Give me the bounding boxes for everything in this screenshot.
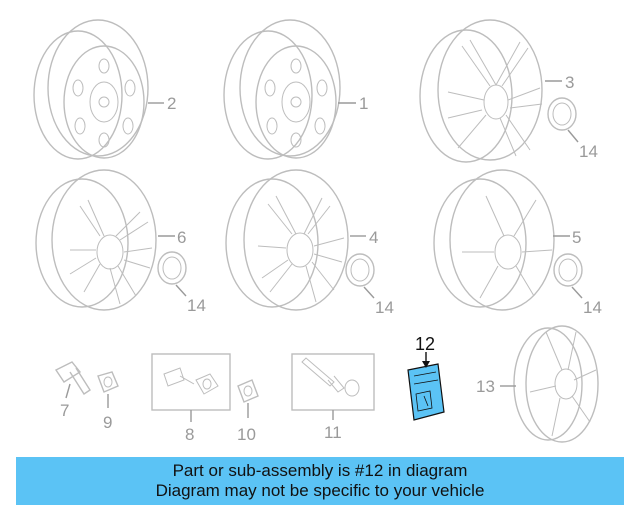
callout-9: 9	[103, 413, 112, 432]
alloy-wheel-part-4[interactable]	[225, 169, 349, 311]
center-cap-14b[interactable]	[157, 251, 187, 285]
callout-3: 3	[565, 73, 574, 92]
callout-10: 10	[237, 425, 256, 444]
steel-wheel-part-1[interactable]	[223, 19, 341, 160]
callout-12: 12	[415, 334, 435, 354]
callout-1: 1	[359, 94, 368, 113]
callout-6: 6	[177, 228, 186, 247]
center-cap-14a[interactable]	[547, 97, 577, 131]
center-cap-14c[interactable]	[345, 253, 375, 287]
callout-14b: 14	[187, 296, 206, 315]
alloy-wheel-part-3[interactable]	[419, 19, 543, 163]
callout-14c: 14	[375, 298, 394, 317]
callout-14d: 14	[583, 298, 602, 317]
callout-5: 5	[572, 228, 581, 247]
parts-diagram: 2 1 3 14 6	[33, 19, 602, 444]
callout-14a: 14	[579, 142, 598, 161]
callout-13: 13	[476, 377, 495, 396]
callout-8: 8	[185, 425, 194, 444]
wheel-cover-part-13[interactable]	[513, 325, 599, 443]
alloy-wheel-part-6[interactable]	[35, 169, 157, 311]
banner-line-1: Part or sub-assembly is #12 in diagram	[172, 461, 468, 480]
center-cap-14d[interactable]	[553, 253, 583, 287]
info-banner: Part or sub-assembly is #12 in diagram D…	[16, 457, 624, 505]
lug-nut-part-10[interactable]	[237, 379, 259, 403]
bolt-kit-part-8[interactable]	[151, 353, 231, 411]
lug-nut-part-9[interactable]	[97, 371, 119, 393]
banner-line-2: Diagram may not be specific to your vehi…	[155, 481, 485, 500]
alloy-wheel-part-5[interactable]	[433, 169, 555, 311]
callout-4: 4	[369, 228, 378, 247]
valve-stem-kit-part-11[interactable]	[291, 353, 375, 411]
lug-bolt-part-7[interactable]	[54, 361, 91, 395]
steel-wheel-part-2[interactable]	[33, 19, 149, 160]
decal-label-part-12[interactable]	[407, 363, 445, 421]
callout-11: 11	[324, 423, 342, 442]
callout-2: 2	[167, 94, 176, 113]
callout-7: 7	[60, 401, 69, 420]
